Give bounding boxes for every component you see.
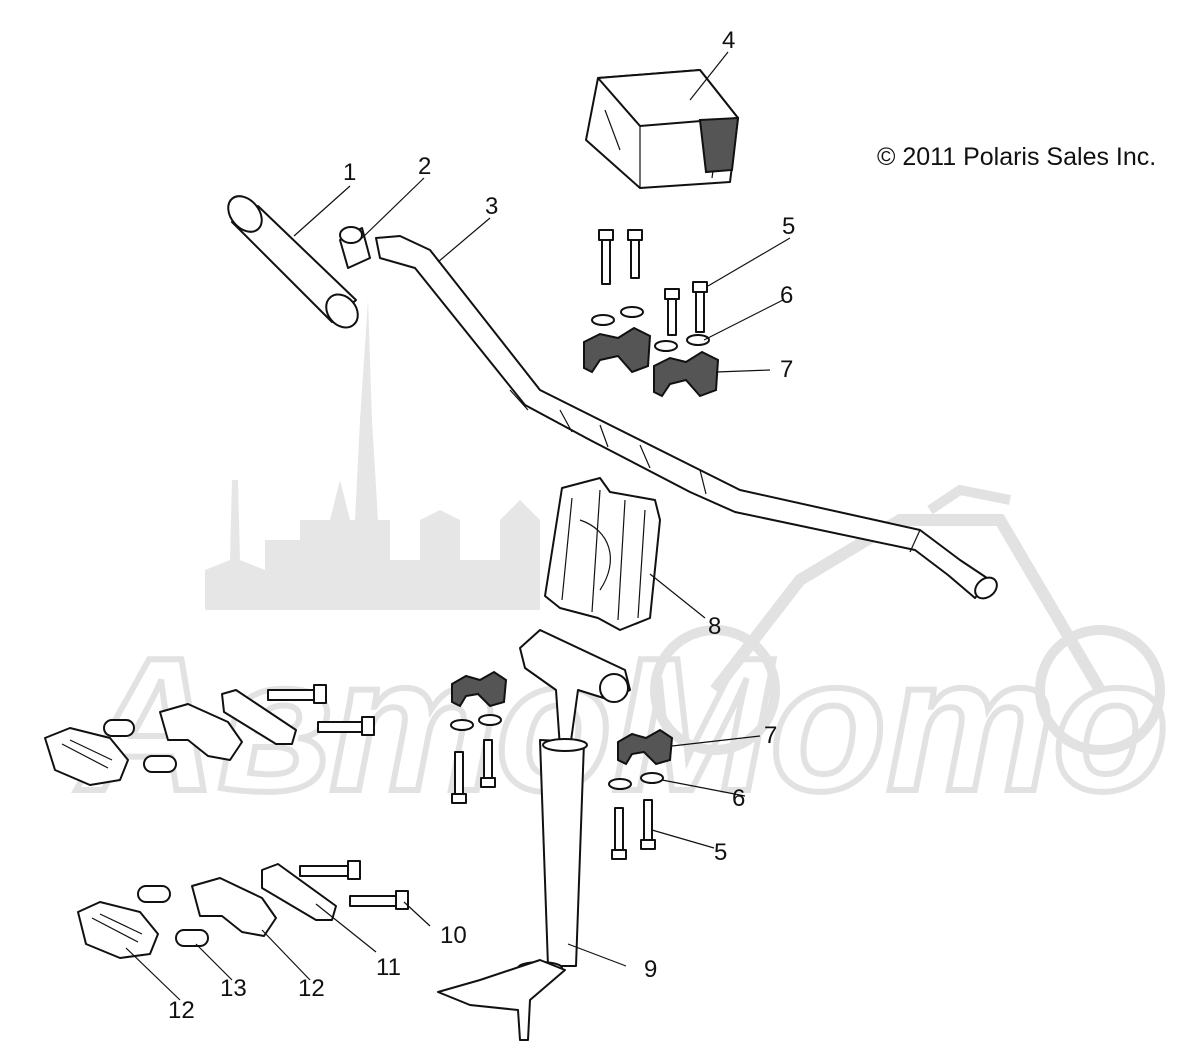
callout-12-left: 12 [168,997,195,1024]
callout-5-upper: 5 [782,213,795,240]
callout-4: 4 [722,27,735,54]
grip [227,195,359,329]
callout-7-upper: 7 [780,356,793,383]
callout-11: 11 [376,954,401,981]
callout-5-lower: 5 [714,839,727,866]
callouts: 1 2 3 4 5 6 7 5 6 7 8 9 10 11 12 12 13 [168,27,795,1024]
upper-clamp-set [583,229,720,398]
handlebar-pad [585,69,740,189]
lower-bracket-group [77,860,409,959]
upper-bracket-group [44,684,375,786]
callout-7-lower: 7 [764,722,777,749]
callout-9: 9 [644,956,657,983]
callout-6-upper: 6 [780,282,793,309]
steering-post [437,629,631,1041]
riser-block [544,477,661,631]
callout-1: 1 [343,159,356,186]
callout-3: 3 [485,193,498,220]
callout-13: 13 [220,975,247,1002]
handlebar [375,235,998,600]
callout-2: 2 [418,153,431,180]
watermark-text: АвтоМото [76,619,1169,831]
lower-clamp-set [450,670,674,860]
callout-6-lower: 6 [732,785,745,812]
callout-10: 10 [440,922,467,949]
copyright-label: © 2011 Polaris Sales Inc. [877,143,1156,171]
leader-lines [125,51,791,1001]
callout-12-right: 12 [298,975,325,1002]
callout-8: 8 [708,613,721,640]
bushing [339,226,371,269]
